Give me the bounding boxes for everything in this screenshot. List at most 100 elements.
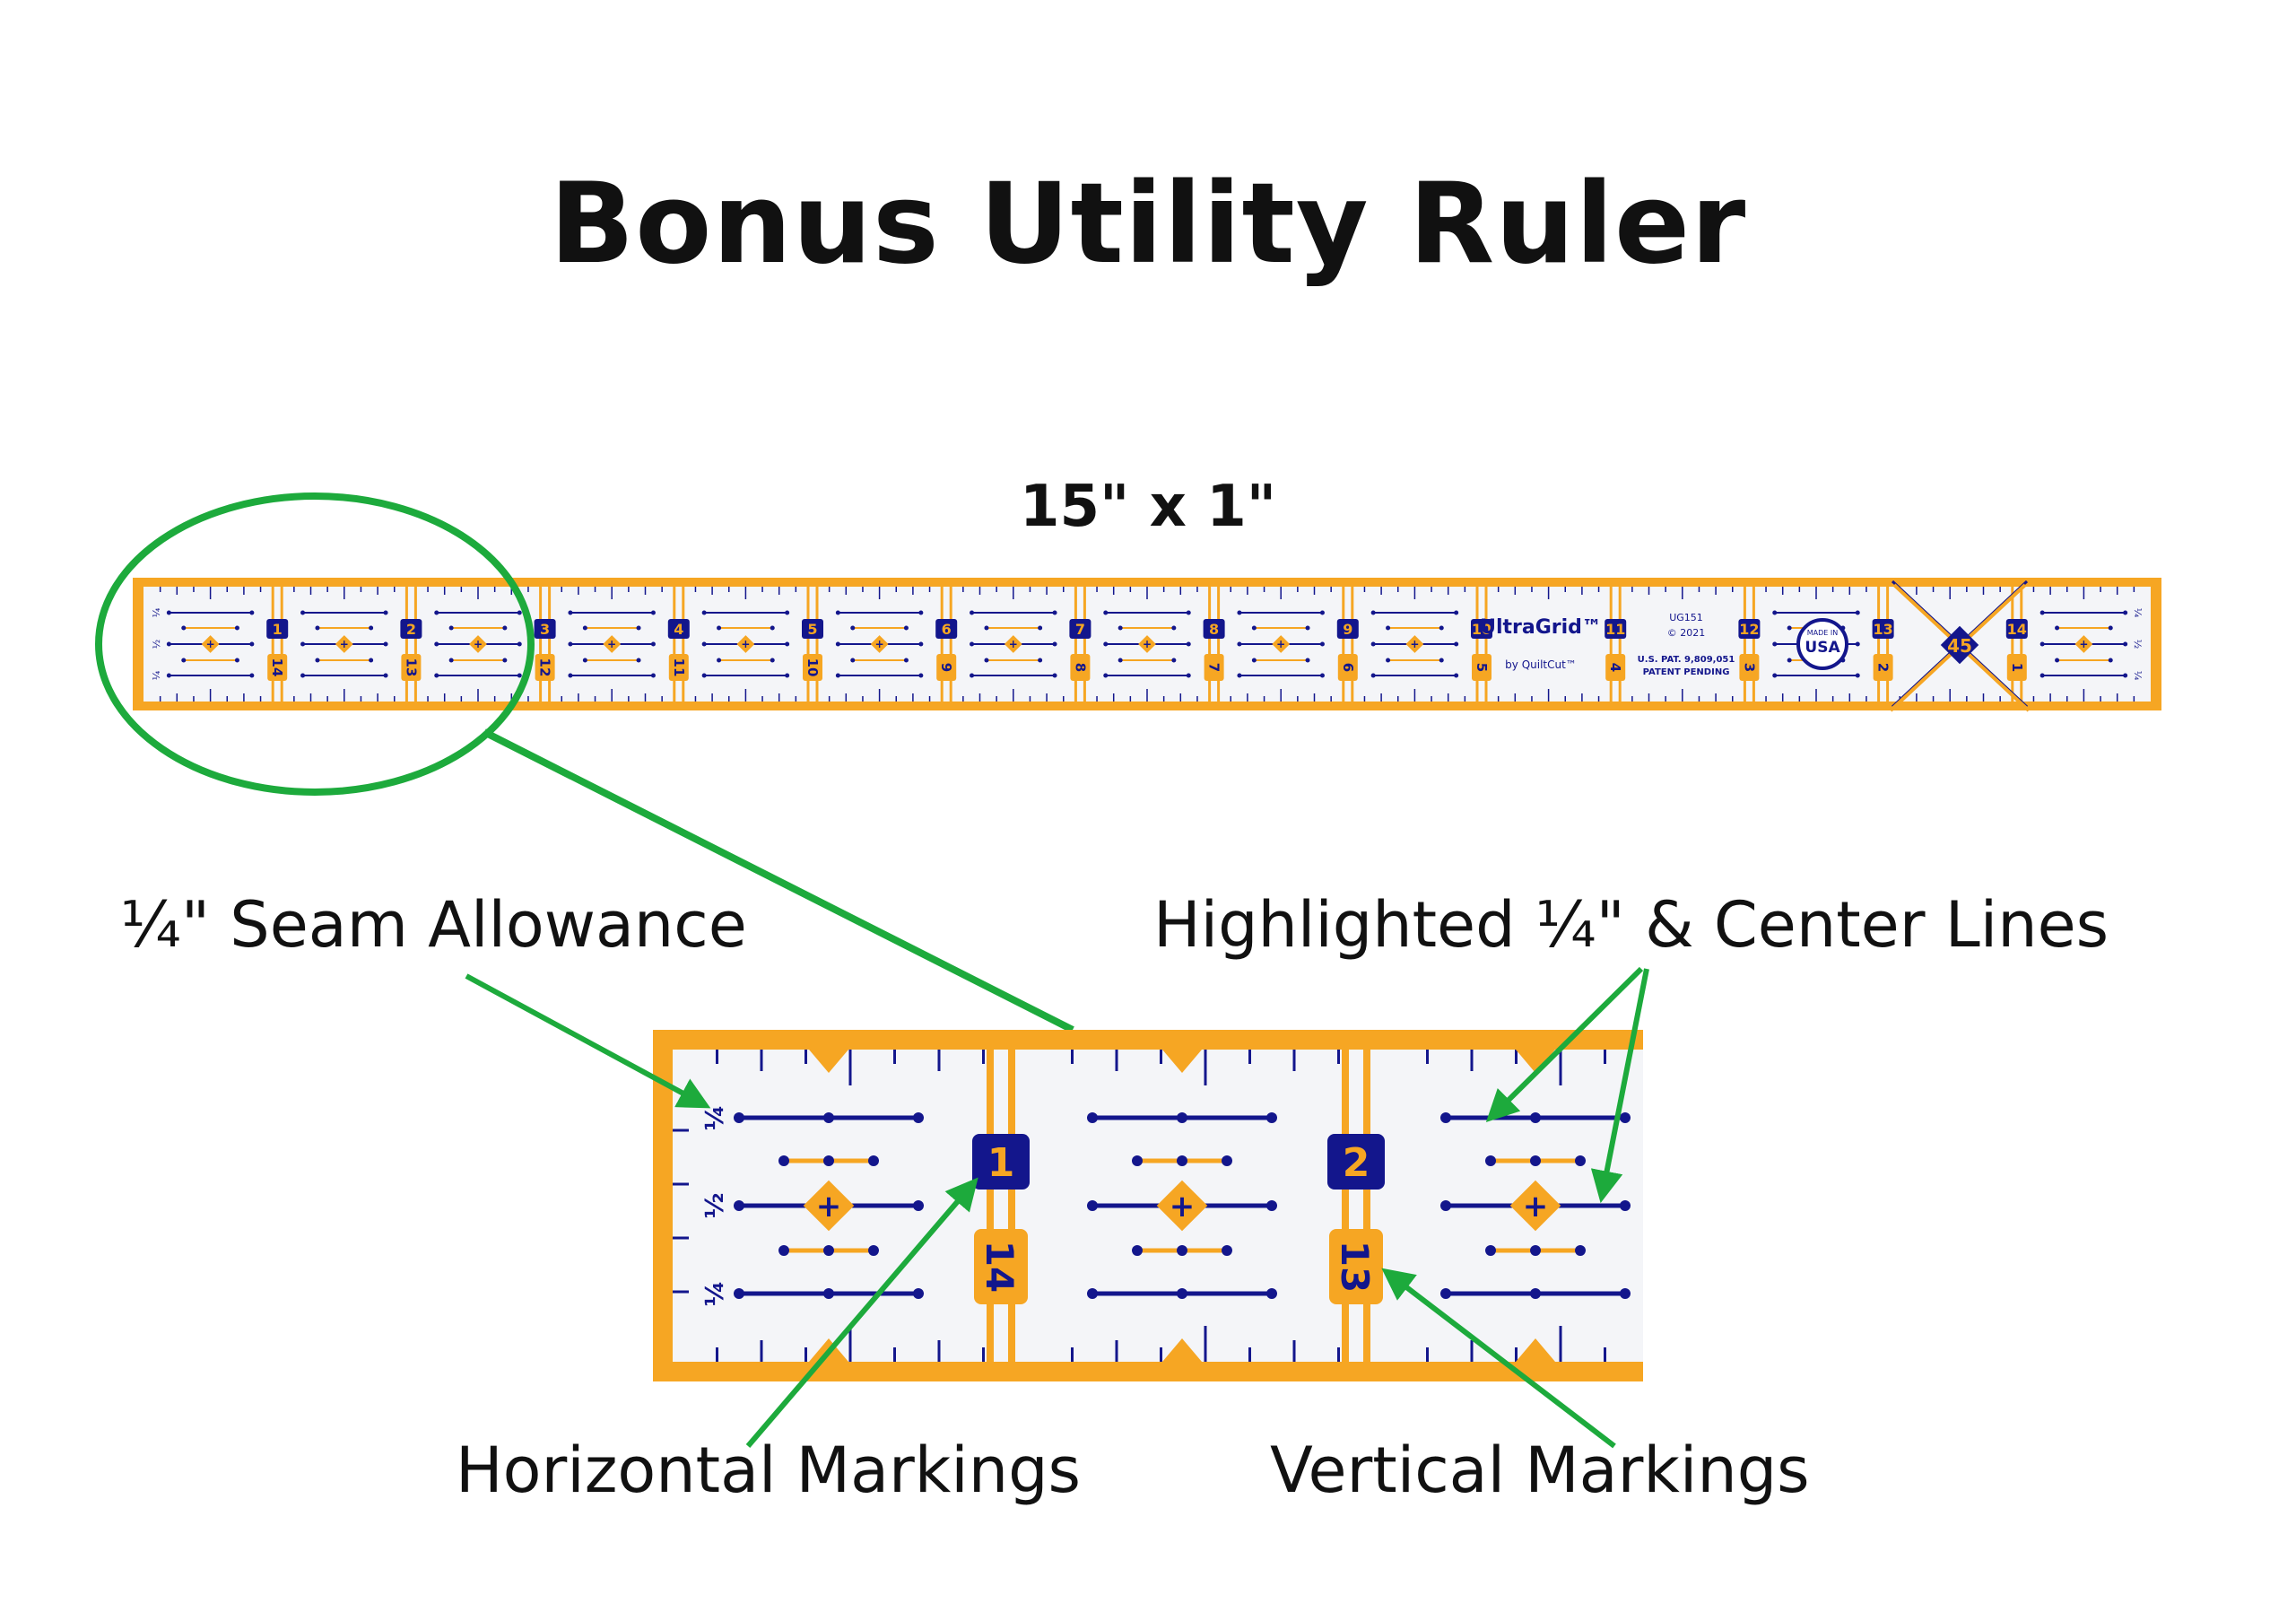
ruler-dot: [2123, 641, 2128, 647]
ruler-number-badge-bottom: [1070, 654, 1091, 681]
zoom-dot: [1266, 1112, 1277, 1123]
zoom-dot: [1530, 1155, 1541, 1166]
ruler-number-bottom: 14: [269, 658, 285, 677]
zoom-dot: [823, 1112, 834, 1123]
ruler-dot: [1171, 658, 1177, 663]
zoom-dot: [1222, 1245, 1232, 1256]
ruler-dot: [1103, 641, 1109, 647]
zoom-dot: [1440, 1112, 1451, 1123]
zoom-dot: [1440, 1200, 1451, 1211]
ruler-number-badge: [1738, 619, 1761, 639]
zoom-dot: [823, 1288, 834, 1299]
ruler-dot: [434, 673, 439, 678]
ruler-number-badge-bottom: [1739, 654, 1760, 681]
ruler-dot: [1052, 673, 1057, 678]
ruler-dot: [984, 625, 989, 631]
zoom-dot: [734, 1288, 744, 1299]
ruler-dot: [1454, 610, 1459, 615]
zoom-dot: [778, 1245, 789, 1256]
ruler-edge-fraction-left: ½: [151, 640, 162, 649]
ruler-dot: [970, 610, 975, 615]
ruler-dot: [1454, 673, 1459, 678]
ruler-dot: [1186, 641, 1191, 647]
ruler-dot: [1787, 625, 1792, 631]
ruler-dot: [1370, 673, 1376, 678]
ruler-dot: [770, 625, 775, 631]
ruler-dot: [181, 625, 187, 631]
ruler-dot: [249, 673, 255, 678]
ruler-dot: [785, 673, 790, 678]
ruler-center-plus: +: [1009, 638, 1018, 650]
ruler-dot: [249, 610, 255, 615]
ruler-number-badge-bottom: [1337, 654, 1358, 681]
ruler-dot: [568, 673, 573, 678]
zoom-dot: [868, 1245, 879, 1256]
ruler-dot: [1319, 610, 1325, 615]
zoom-ellipse: [95, 492, 535, 796]
ruler-center-plus: +: [875, 638, 884, 650]
ruler-dot: [1171, 625, 1177, 631]
ruler-number-bottom: 8: [1072, 663, 1088, 672]
ruler-dot: [1186, 610, 1191, 615]
ruler-dot: [918, 641, 924, 647]
ruler-center-plus: +: [607, 638, 616, 650]
ruler-dot: [650, 610, 656, 615]
ruler-dot: [970, 641, 975, 647]
ruler-dot: [835, 641, 840, 647]
zoom-dot: [1177, 1155, 1187, 1166]
zoom-notch-top: [1162, 1050, 1202, 1073]
highlighted-lines-label: Highlighted ¼" & Center Lines: [1153, 888, 2109, 962]
ruler-dot: [2123, 673, 2128, 678]
ruler-dot: [1772, 673, 1778, 678]
ruler-center-plus: +: [1276, 638, 1285, 650]
ruler-dot: [166, 610, 171, 615]
ruler-number-badge: [400, 619, 422, 639]
zoom-dot: [1620, 1112, 1631, 1123]
ruler-number-bottom: 11: [671, 658, 687, 677]
ruler-dot: [1237, 673, 1242, 678]
zoom-dot: [1177, 1112, 1187, 1123]
ruler-edge-fraction-right: ½: [2132, 640, 2144, 649]
ruler-dot: [383, 641, 388, 647]
ruler-number-top: 8: [1209, 621, 1219, 638]
ruler-number-badge: [1069, 619, 1091, 639]
ruler-dot: [2123, 610, 2128, 615]
ruler-number-top: 6: [942, 621, 952, 638]
ruler-center-diamond: [736, 635, 755, 653]
angle-45-marker: 45: [1889, 580, 2031, 712]
ruler-number-top: 7: [1075, 621, 1085, 638]
ruler-number-bottom: 3: [1741, 663, 1757, 672]
ruler-dot: [1855, 641, 1860, 647]
ruler-dot: [249, 641, 255, 647]
ruler-dot: [1772, 610, 1778, 615]
ruler-patent-pending: PATENT PENDING: [1643, 667, 1730, 677]
ruler-number-top: 14: [2007, 621, 2027, 638]
zoom-dot: [913, 1288, 924, 1299]
ruler-center-diamond: [870, 635, 889, 653]
zoom-dot: [1177, 1245, 1187, 1256]
horizontal-markings-label: Horizontal Markings: [456, 1434, 1081, 1507]
ruler-dot: [1052, 610, 1057, 615]
ruler-number-badge: [802, 619, 823, 639]
ruler-brand: UltraGrid™: [1480, 616, 1602, 639]
ruler-dot: [582, 658, 587, 663]
ruler-center-diamond: [469, 635, 487, 653]
ruler-dot: [369, 625, 374, 631]
ruler-dot: [166, 641, 171, 647]
ruler-dot: [903, 658, 909, 663]
ruler-size-label: 15" x 1": [1019, 474, 1277, 540]
ruler-center-diamond: [603, 635, 622, 653]
ruler-dot: [1186, 673, 1191, 678]
ruler-dot: [701, 610, 707, 615]
ruler-number-badge: [266, 619, 289, 639]
ruler-number-top: 4: [674, 621, 683, 638]
ruler-center-diamond: [1272, 635, 1291, 653]
zoom-dot: [1087, 1112, 1098, 1123]
ruler-number-bottom: 1: [2009, 663, 2025, 672]
zoom-number-bottom: 14: [978, 1241, 1022, 1293]
zoom-dot: [913, 1112, 924, 1123]
ruler-number-badge: [667, 619, 690, 639]
ruler-dot: [1855, 610, 1860, 615]
ruler-number-bottom: 13: [403, 658, 419, 677]
